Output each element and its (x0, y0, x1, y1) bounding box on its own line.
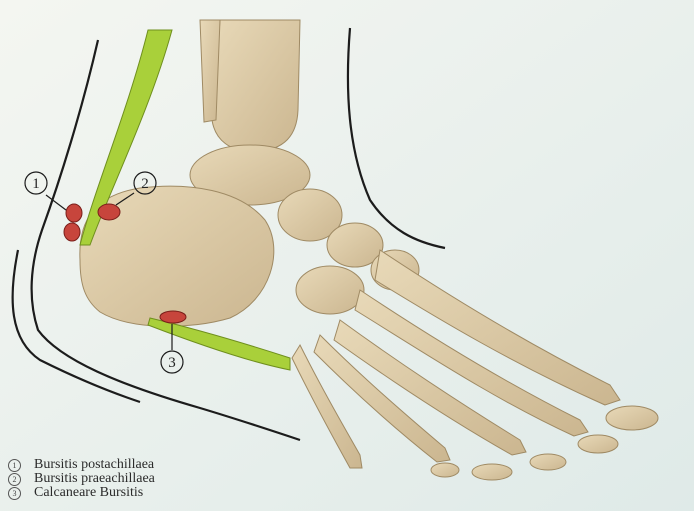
callout-2-label: 2 (141, 176, 149, 192)
legend-label: Bursitis praeachillaea (34, 472, 155, 486)
callout-1-label: 1 (32, 176, 40, 192)
legend-marker: 2 (8, 473, 21, 486)
legend-label: Bursitis postachillaea (34, 458, 154, 472)
legend-marker: 3 (8, 487, 21, 500)
legend-marker: 1 (8, 459, 21, 472)
legend-item: 3 Calcaneare Bursitis (8, 486, 155, 500)
legend-item: 2 Bursitis praeachillaea (8, 472, 155, 486)
bursa-praeachillaea (98, 204, 120, 220)
bursa-calcanea (160, 311, 186, 323)
legend-label: Calcaneare Bursitis (34, 486, 143, 500)
callout-3-label: 3 (168, 355, 176, 371)
legend-item: 1 Bursitis postachillaea (8, 458, 155, 472)
legend: 1 Bursitis postachillaea 2 Bursitis prae… (8, 458, 155, 500)
